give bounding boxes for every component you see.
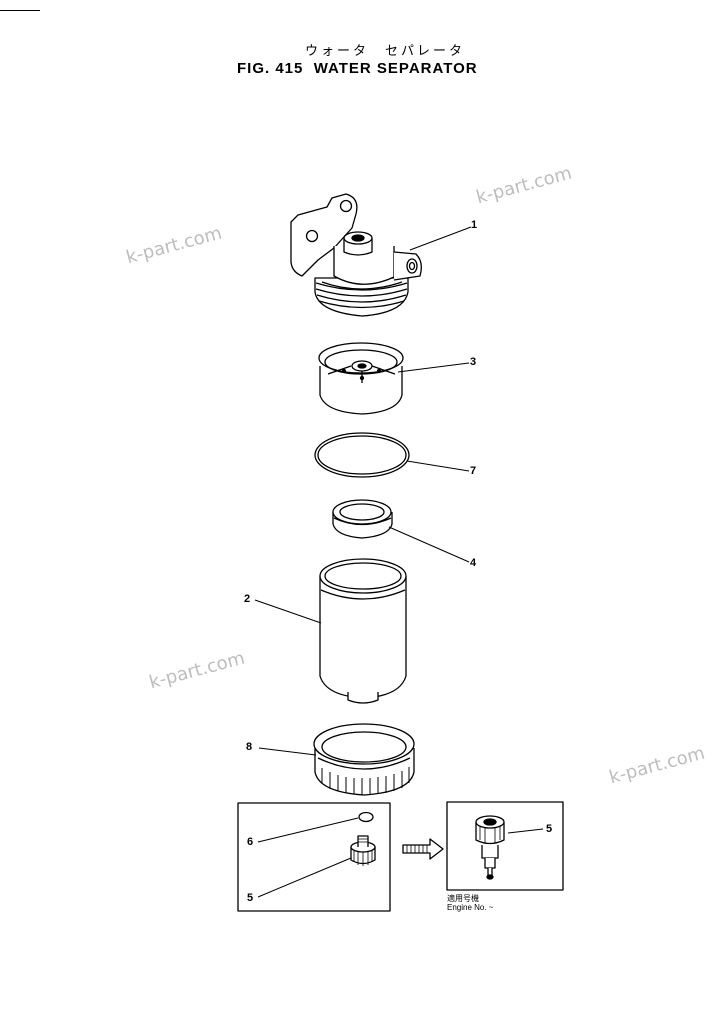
corner-rule xyxy=(0,10,40,11)
callout-part-2: 2 xyxy=(244,593,251,605)
callout-part-3: 3 xyxy=(470,356,477,368)
callout-part-5: 5 xyxy=(247,892,254,904)
callout-part-5-inset: 5 xyxy=(546,823,553,835)
inset-box-current xyxy=(237,802,391,912)
retaining-ring-part xyxy=(313,723,415,796)
callout-part-4: 4 xyxy=(470,557,477,569)
replacement-arrow xyxy=(402,838,444,860)
callout-part-6: 6 xyxy=(247,836,254,848)
callout-part-8: 8 xyxy=(246,741,253,753)
callout-part-1: 1 xyxy=(471,219,478,231)
inset-caption-japanese: 適用号機 xyxy=(447,894,479,903)
figure-title-japanese: ウォータ セパレータ xyxy=(305,44,466,59)
inset-box-alternate xyxy=(446,801,564,891)
filter-head-part xyxy=(290,193,422,317)
baffle-cup-part xyxy=(318,342,404,415)
seal-ring-part xyxy=(332,499,393,539)
callout-part-7: 7 xyxy=(470,465,477,477)
figure-title-english: FIG. 415 WATER SEPARATOR xyxy=(237,60,478,77)
o-ring-part xyxy=(314,432,410,478)
inset-caption-engine-no: Engine No. ~ xyxy=(447,903,494,912)
filter-element-part xyxy=(319,558,407,704)
leader-lines xyxy=(254,226,544,898)
